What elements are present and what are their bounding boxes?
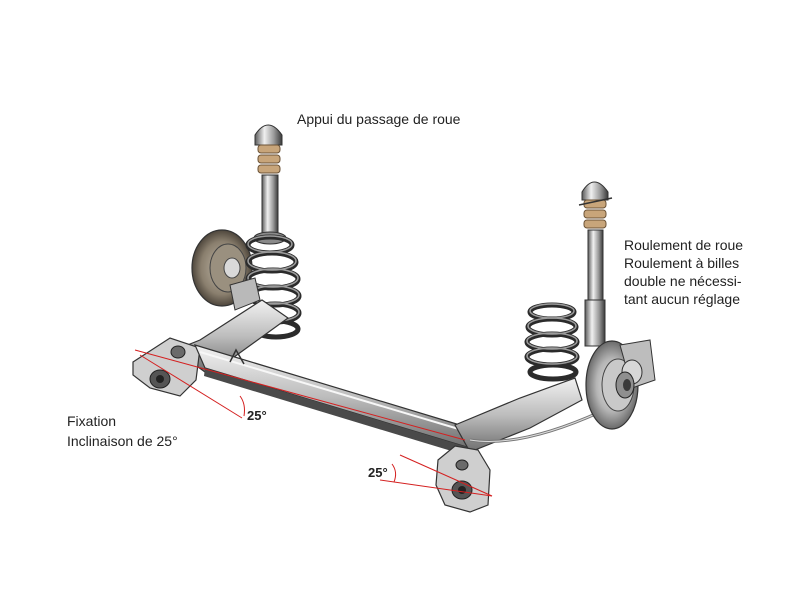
angle-label-right: 25° xyxy=(368,465,388,480)
wheel-bearing-label: Roulement de roue Roulement à billes dou… xyxy=(624,236,743,308)
right-trailing-arm xyxy=(454,377,601,453)
mounting-label: Fixation Inclinaison de 25° xyxy=(67,411,178,451)
angle-lines-left xyxy=(134,349,466,441)
wheel-bearing-label-line1: Roulement de roue xyxy=(624,237,744,253)
wheel-arch-support-label: Appui du passage de roue xyxy=(297,111,461,127)
mounting-label-line1: Fixation xyxy=(67,413,117,429)
right-mounting-bracket xyxy=(435,445,491,513)
angle-lines-right xyxy=(379,454,493,497)
mounting-label-line2: Inclinaison de 25° xyxy=(67,433,178,449)
wheel-bearing-hub xyxy=(615,371,635,399)
wheel-bearing-label-line4: tant aucun réglage xyxy=(624,291,740,307)
right-coil-spring xyxy=(524,302,580,382)
angle-label-left: 25° xyxy=(247,408,267,423)
right-shock-absorber xyxy=(578,181,613,347)
wheel-bearing-label-line3: double ne nécessi- xyxy=(624,273,742,289)
right-spring-highlight xyxy=(526,303,578,365)
wheel-bearing-label-line2: Roulement à billes xyxy=(624,255,740,271)
left-mounting-bracket xyxy=(132,337,201,397)
cross-beam xyxy=(193,344,472,456)
left-shock-absorber xyxy=(253,124,287,245)
